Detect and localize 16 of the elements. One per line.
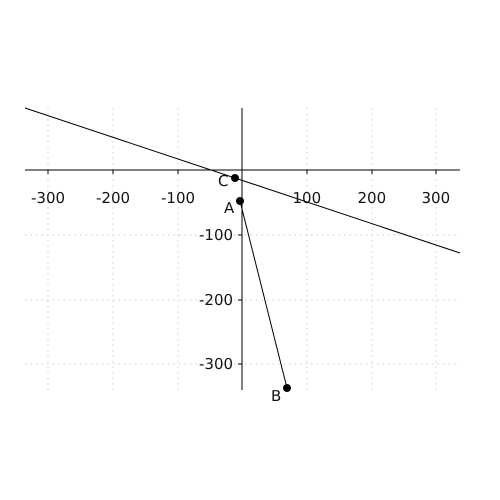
tick-label: 300 xyxy=(422,189,450,207)
tick-label: 100 xyxy=(292,189,322,207)
point-dot xyxy=(231,174,239,182)
tick-label: -100 xyxy=(199,226,234,244)
line-segment xyxy=(240,204,287,385)
point-dot xyxy=(283,384,291,392)
tick-label: -300 xyxy=(199,355,234,373)
tick-label: -100 xyxy=(161,189,196,207)
tick-label: 200 xyxy=(358,189,386,207)
point-label: C xyxy=(218,172,228,190)
tick-label: -200 xyxy=(199,291,234,309)
point-label: B xyxy=(271,387,282,405)
tick-label: -200 xyxy=(96,189,130,207)
point-dot xyxy=(236,197,244,205)
point-label: A xyxy=(224,199,234,217)
tick-label: -300 xyxy=(31,189,66,207)
